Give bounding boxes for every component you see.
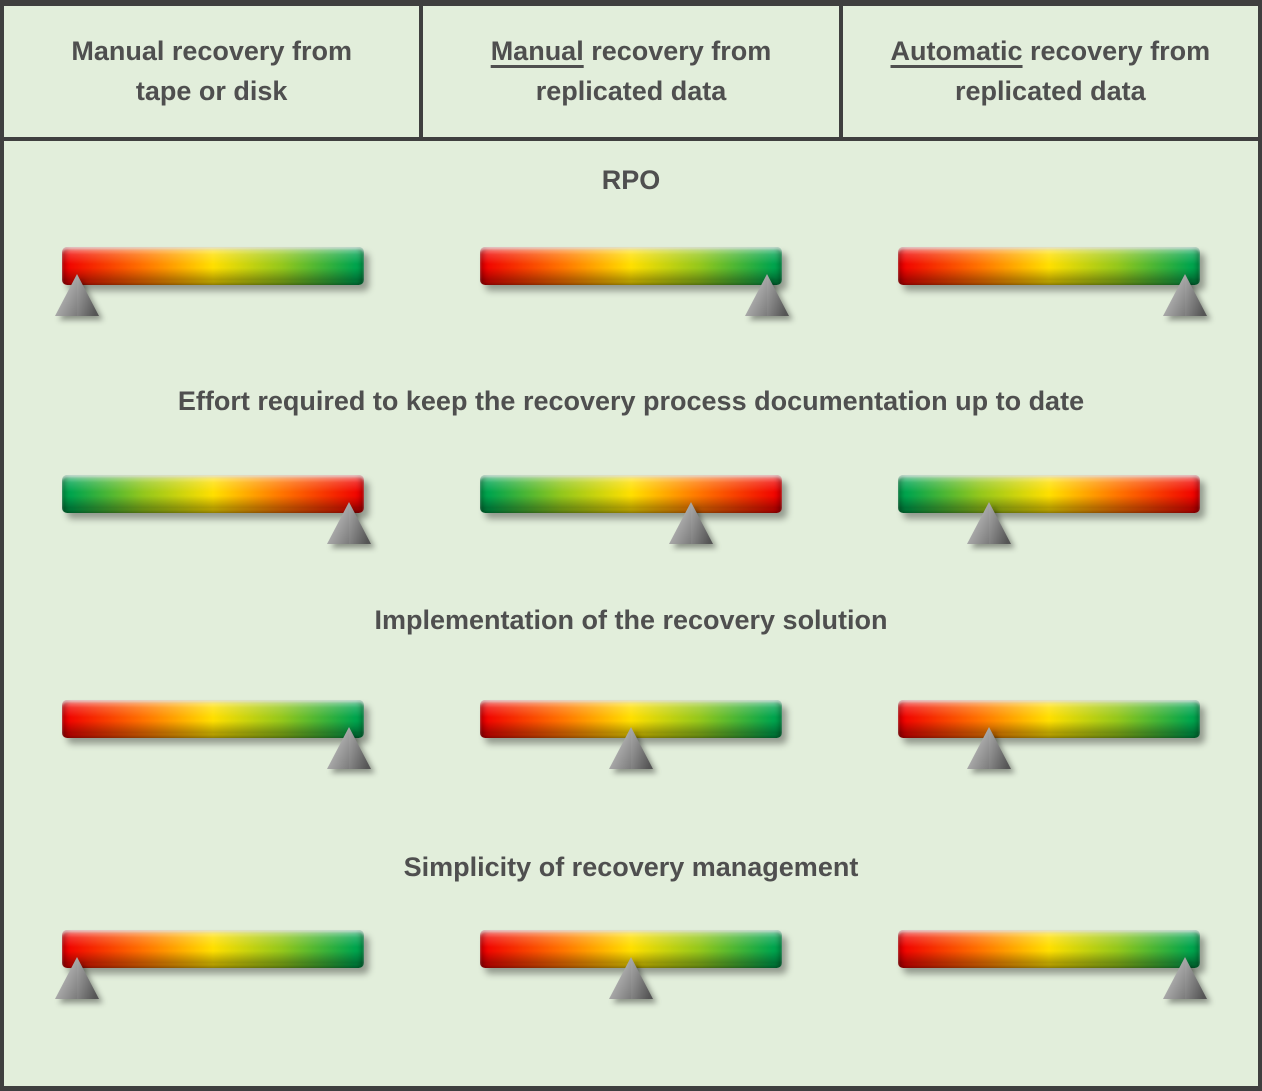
header-automatic-replicated-label: Automatic recovery from replicated data xyxy=(891,32,1211,110)
bar-cell xyxy=(840,475,1258,544)
marker-triangle xyxy=(744,273,790,317)
bar-cell xyxy=(422,930,840,999)
header-rest: recovery from replicated data xyxy=(535,36,772,106)
gradient-scale-bar xyxy=(480,247,782,285)
gradient-scale-bar xyxy=(898,247,1200,285)
header-automatic-replicated: Automatic recovery from replicated data xyxy=(838,6,1258,137)
bar-cell xyxy=(4,247,422,316)
bar-cell xyxy=(840,930,1258,999)
bar-cell xyxy=(4,930,422,999)
bar-cell xyxy=(422,475,840,544)
header-rest: Manual recovery from tape or disk xyxy=(71,36,352,106)
marker-triangle xyxy=(1162,956,1208,1000)
header-rest: recovery from replicated data xyxy=(955,36,1211,106)
bars-row-simplicity xyxy=(4,930,1258,999)
bar-cell xyxy=(840,247,1258,316)
bar-cell xyxy=(4,475,422,544)
gradient-scale-bar xyxy=(898,700,1200,738)
gradient-scale-bar xyxy=(62,700,364,738)
bar-cell xyxy=(4,700,422,769)
marker-triangle xyxy=(54,273,100,317)
section-title-implementation: Implementation of the recovery solution xyxy=(374,605,888,635)
gradient-scale-bar xyxy=(62,247,364,285)
header-manual-replicated: Manual recovery from replicated data xyxy=(419,6,838,137)
marker-triangle xyxy=(966,501,1012,545)
bars-row-rpo xyxy=(4,247,1258,316)
header-emphasis: Automatic xyxy=(890,36,1023,67)
bars-row-effort xyxy=(4,475,1258,544)
bars-row-implementation xyxy=(4,700,1258,769)
header-row: Manual recovery from tape or disk Manual… xyxy=(4,6,1258,141)
gradient-scale-bar xyxy=(62,930,364,968)
marker-triangle xyxy=(1162,273,1208,317)
section-title-rpo: RPO xyxy=(601,165,661,195)
bar-cell xyxy=(840,700,1258,769)
marker-triangle xyxy=(326,501,372,545)
gradient-scale-bar xyxy=(898,475,1200,513)
section-title-simplicity: Simplicity of recovery management xyxy=(403,852,859,882)
header-manual-tape-label: Manual recovery from tape or disk xyxy=(71,32,352,110)
header-manual-replicated-label: Manual recovery from replicated data xyxy=(491,32,772,110)
section-title-effort: Effort required to keep the recovery pro… xyxy=(177,386,1085,416)
marker-triangle xyxy=(326,726,372,770)
marker-triangle xyxy=(608,956,654,1000)
bar-cell xyxy=(422,700,840,769)
gradient-scale-bar xyxy=(898,930,1200,968)
marker-triangle xyxy=(668,501,714,545)
header-manual-tape: Manual recovery from tape or disk xyxy=(4,6,419,137)
marker-triangle xyxy=(608,726,654,770)
header-emphasis: Manual xyxy=(490,36,584,67)
gradient-scale-bar xyxy=(62,475,364,513)
marker-triangle xyxy=(54,956,100,1000)
bar-cell xyxy=(422,247,840,316)
gradient-scale-bar xyxy=(480,475,782,513)
marker-triangle xyxy=(966,726,1012,770)
